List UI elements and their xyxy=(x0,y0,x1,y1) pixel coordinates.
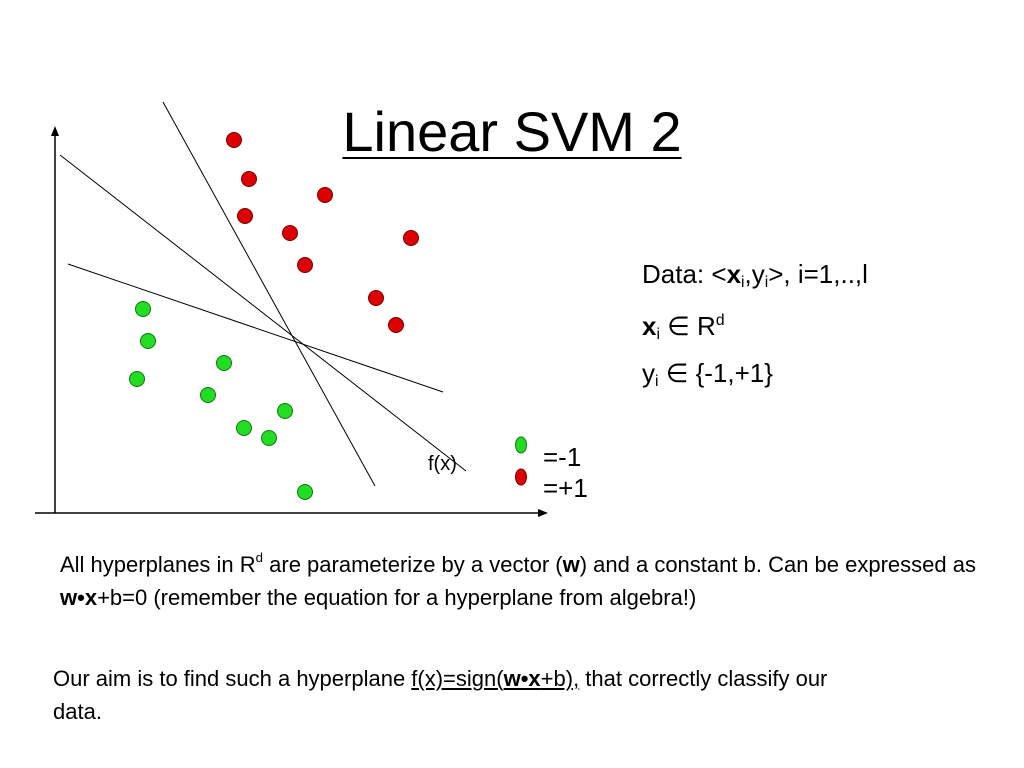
legend-marker-positive xyxy=(515,468,527,486)
data-point xyxy=(261,430,277,446)
data-point xyxy=(200,387,216,403)
data-point xyxy=(236,420,252,436)
data-point xyxy=(277,403,293,419)
data-definition-line-1: Data: <xi,yi>, i=1,..,l xyxy=(642,259,868,291)
y-axis-arrow xyxy=(51,126,59,136)
legend-label-positive: =+1 xyxy=(543,473,588,503)
aim-description: Our aim is to find such a hyperplane f(x… xyxy=(53,666,828,724)
data-point xyxy=(140,333,156,349)
data-definition: Data: <xi,yi>, i=1,..,l xi ∈ Rd yi ∈ {-1… xyxy=(642,255,868,401)
data-definition-line-2: xi ∈ Rd xyxy=(642,311,725,343)
data-point xyxy=(237,208,253,224)
hyperplane-1 xyxy=(162,101,376,487)
hyperplane-3 xyxy=(67,263,444,393)
legend-label-negative: =-1 xyxy=(543,442,582,472)
negative-points xyxy=(129,301,313,500)
data-point xyxy=(317,187,333,203)
slide-title: Linear SVM 2 xyxy=(342,100,682,163)
data-point xyxy=(135,301,151,317)
positive-points xyxy=(226,132,419,333)
data-point xyxy=(226,132,242,148)
data-point xyxy=(216,355,232,371)
hyperplane-2 xyxy=(59,154,467,472)
fx-label: f(x) xyxy=(428,453,457,475)
data-point xyxy=(368,290,384,306)
x-axis-arrow xyxy=(538,509,548,517)
data-definition-line-3: yi ∈ {-1,+1} xyxy=(642,358,773,390)
data-point xyxy=(403,230,419,246)
legend-marker-negative xyxy=(515,436,527,454)
axes xyxy=(35,126,548,517)
data-point xyxy=(297,257,313,273)
hyperplanes xyxy=(59,101,467,487)
data-point xyxy=(241,171,257,187)
data-point xyxy=(282,225,298,241)
data-point xyxy=(129,371,145,387)
data-point xyxy=(297,484,313,500)
legend-markers xyxy=(515,436,527,486)
data-point xyxy=(388,317,404,333)
hyperplane-description: All hyperplanes in Rd are parameterize b… xyxy=(60,550,976,610)
